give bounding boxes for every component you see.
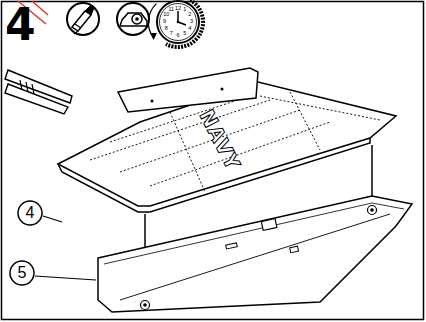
callout-ring — [18, 201, 42, 225]
clock-numeral: 10 — [163, 13, 169, 19]
clock-hands — [178, 11, 186, 25]
callout-circle: 4 — [17, 200, 43, 226]
leader-line — [35, 276, 96, 280]
panel-lines — [170, 92, 320, 192]
tape-dispenser — [120, 13, 147, 26]
clock-numeral: 8 — [165, 26, 168, 32]
clock-dial — [160, 4, 197, 41]
callout-number: 5 — [9, 260, 35, 286]
slot — [226, 243, 238, 249]
clock-numeral: 9 — [163, 19, 166, 25]
callout-circle: 5 — [9, 260, 35, 286]
plate-part — [98, 196, 412, 312]
clothespin — [5, 70, 72, 114]
mount-hole — [368, 206, 377, 215]
clock-numeral: 11 — [168, 8, 174, 14]
rivet — [221, 88, 224, 91]
plate-edge — [104, 203, 404, 264]
clock-numeral: 4 — [188, 26, 191, 32]
slot — [290, 246, 299, 253]
clock-numeral: 5 — [183, 31, 186, 37]
glue-icon — [67, 3, 99, 35]
glue-detail — [74, 24, 81, 34]
icon-circle — [67, 3, 99, 35]
wing-part — [58, 68, 396, 212]
mount-hole-center — [143, 303, 147, 307]
arrow-shaft — [371, 145, 373, 198]
glue-nozzle — [85, 5, 94, 15]
mount-hole-center — [370, 208, 374, 212]
clock-numeral: 7 — [170, 31, 173, 37]
clock-numeral: 12 — [175, 6, 181, 12]
clock-icon — [148, 0, 203, 47]
clothespin-jaw — [5, 84, 68, 114]
clock-face — [157, 1, 199, 43]
clock-numeral: 6 — [176, 33, 179, 39]
plate-line — [120, 214, 390, 300]
step-number: 4 — [5, 3, 36, 47]
step-frame — [2, 2, 424, 320]
callout-ring — [10, 261, 34, 285]
tape-hub — [135, 17, 139, 21]
glue-tube — [72, 11, 91, 31]
time-arrowhead — [150, 33, 157, 40]
slot — [261, 219, 277, 231]
mount-hole — [141, 301, 150, 310]
icon-circle — [117, 3, 149, 35]
clock-numeral: 1 — [183, 8, 186, 14]
leader-line — [43, 216, 62, 222]
clock-numeral: 2 — [188, 13, 191, 19]
tape-icon — [117, 3, 149, 35]
lower-plate — [98, 196, 412, 312]
clock-pivot — [177, 21, 180, 24]
rivet — [151, 100, 154, 103]
callout-number: 4 — [17, 200, 43, 226]
clothespin-spring — [20, 80, 34, 94]
time-arrow — [148, 4, 156, 38]
wing-fence — [118, 68, 258, 112]
clock-numeral: 3 — [190, 19, 193, 25]
tape-roll — [132, 14, 142, 24]
